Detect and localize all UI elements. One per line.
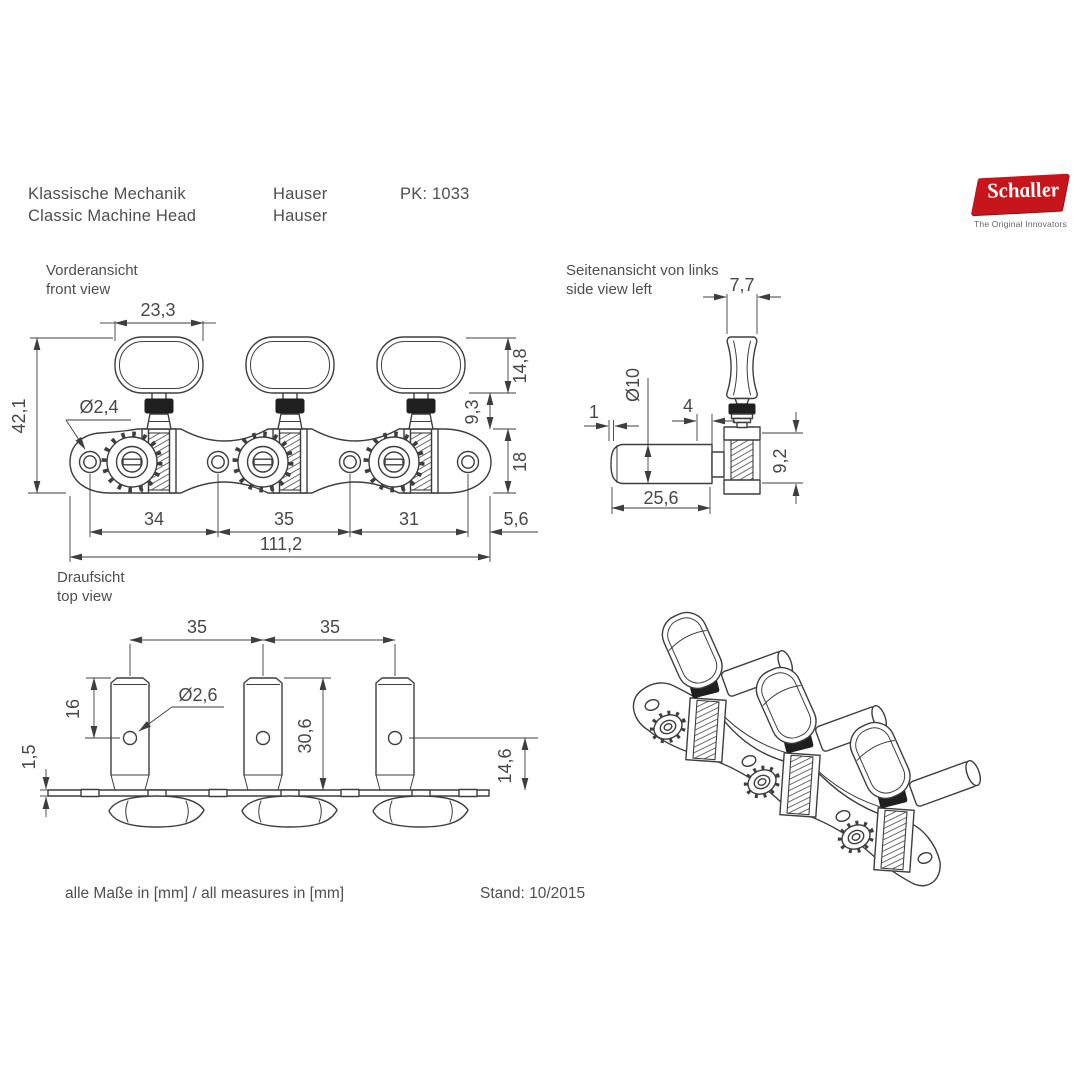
- roller-3d-3: [907, 758, 984, 808]
- revision-date: Stand: 10/2015: [480, 885, 586, 902]
- dim-front-hole-pitch-2: 35: [274, 509, 294, 529]
- button-side: [726, 336, 758, 429]
- top-view-label: Draufsicht top view: [57, 569, 125, 605]
- dim-top-string-hole-dia: Ø2,6: [178, 685, 217, 705]
- roller-top-1: [110, 677, 150, 791]
- isometric-3d-drawing: [632, 606, 984, 887]
- dim-front-shaft-exposed: 9,3: [462, 399, 482, 424]
- top-view-dimensions: [40, 636, 538, 817]
- title-german: Klassische Mechanik: [28, 185, 186, 203]
- front-view-drawing: 23,3 42,1 Ø2,4 14,8 9,3 18 34 35 31 5,6 …: [9, 300, 538, 562]
- dim-front-overall-length: 111,2: [260, 534, 302, 554]
- front-view-dimensions: [28, 319, 538, 562]
- title-english: Classic Machine Head: [28, 207, 197, 225]
- roller-top-2: [243, 677, 283, 791]
- roller-top-3: [375, 677, 415, 791]
- model-english: Hauser: [273, 207, 328, 225]
- part-number: PK: 1033: [400, 185, 470, 203]
- dim-top-button-depth: 14,6: [495, 748, 515, 783]
- string-roller-side: [610, 443, 713, 485]
- dim-front-end-margin: 5,6: [503, 509, 528, 529]
- dim-top-roller-height: 30,6: [295, 718, 315, 753]
- top-view-drawing: 35 35 16 Ø2,6 30,6 1,5 14,6: [19, 617, 538, 828]
- dim-front-hole-pitch-3: 31: [399, 509, 419, 529]
- dim-side-roller-length: 25,6: [643, 488, 678, 508]
- document-title: Klassische Mechanik Classic Machine Head: [28, 183, 196, 227]
- dim-front-button-height: 14,8: [510, 348, 530, 383]
- dim-side-button-thickness: 7,7: [729, 275, 754, 295]
- side-view-dimensions: [584, 293, 803, 514]
- dim-top-string-hole-offset: 16: [63, 699, 83, 719]
- side-view-drawing: 7,7 Ø10 1 4 25,6 9,2: [584, 275, 803, 514]
- dim-side-roller-dia: Ø10: [623, 368, 643, 402]
- plate-screw-holes: [78, 450, 480, 474]
- worm-bracket-side: [723, 426, 761, 495]
- units-note: alle Maße in [mm] / all measures in [mm]: [65, 885, 345, 902]
- dim-side-worm-height: 9,2: [770, 448, 790, 473]
- front-view-label: Vorderansicht front view: [46, 262, 138, 298]
- dim-front-screw-hole-dia: Ø2,4: [79, 397, 118, 417]
- plate-screw-holes-3d: [644, 699, 933, 864]
- dim-side-washer: 1: [589, 402, 599, 422]
- dim-side-gap: 4: [683, 396, 693, 416]
- roller-hub-side: [711, 451, 725, 478]
- model-name: Hauser Hauser: [273, 183, 327, 227]
- dim-front-hole-pitch-1: 34: [144, 509, 164, 529]
- dim-front-button-width: 23,3: [140, 300, 175, 320]
- dim-front-plate-height: 18: [510, 452, 530, 472]
- model-german: Hauser: [273, 185, 328, 203]
- dim-front-overall-height: 42,1: [9, 398, 29, 433]
- dim-top-roller-pitch-2: 35: [320, 617, 340, 637]
- schaller-logo: Schaller The Original Innovators: [970, 173, 1073, 232]
- dim-top-plate-thickness: 1,5: [19, 744, 39, 769]
- logo-tagline: The Original Innovators: [974, 219, 1067, 229]
- dim-top-roller-pitch-1: 35: [187, 617, 207, 637]
- side-view-label: Seitenansicht von links side view left: [566, 262, 719, 298]
